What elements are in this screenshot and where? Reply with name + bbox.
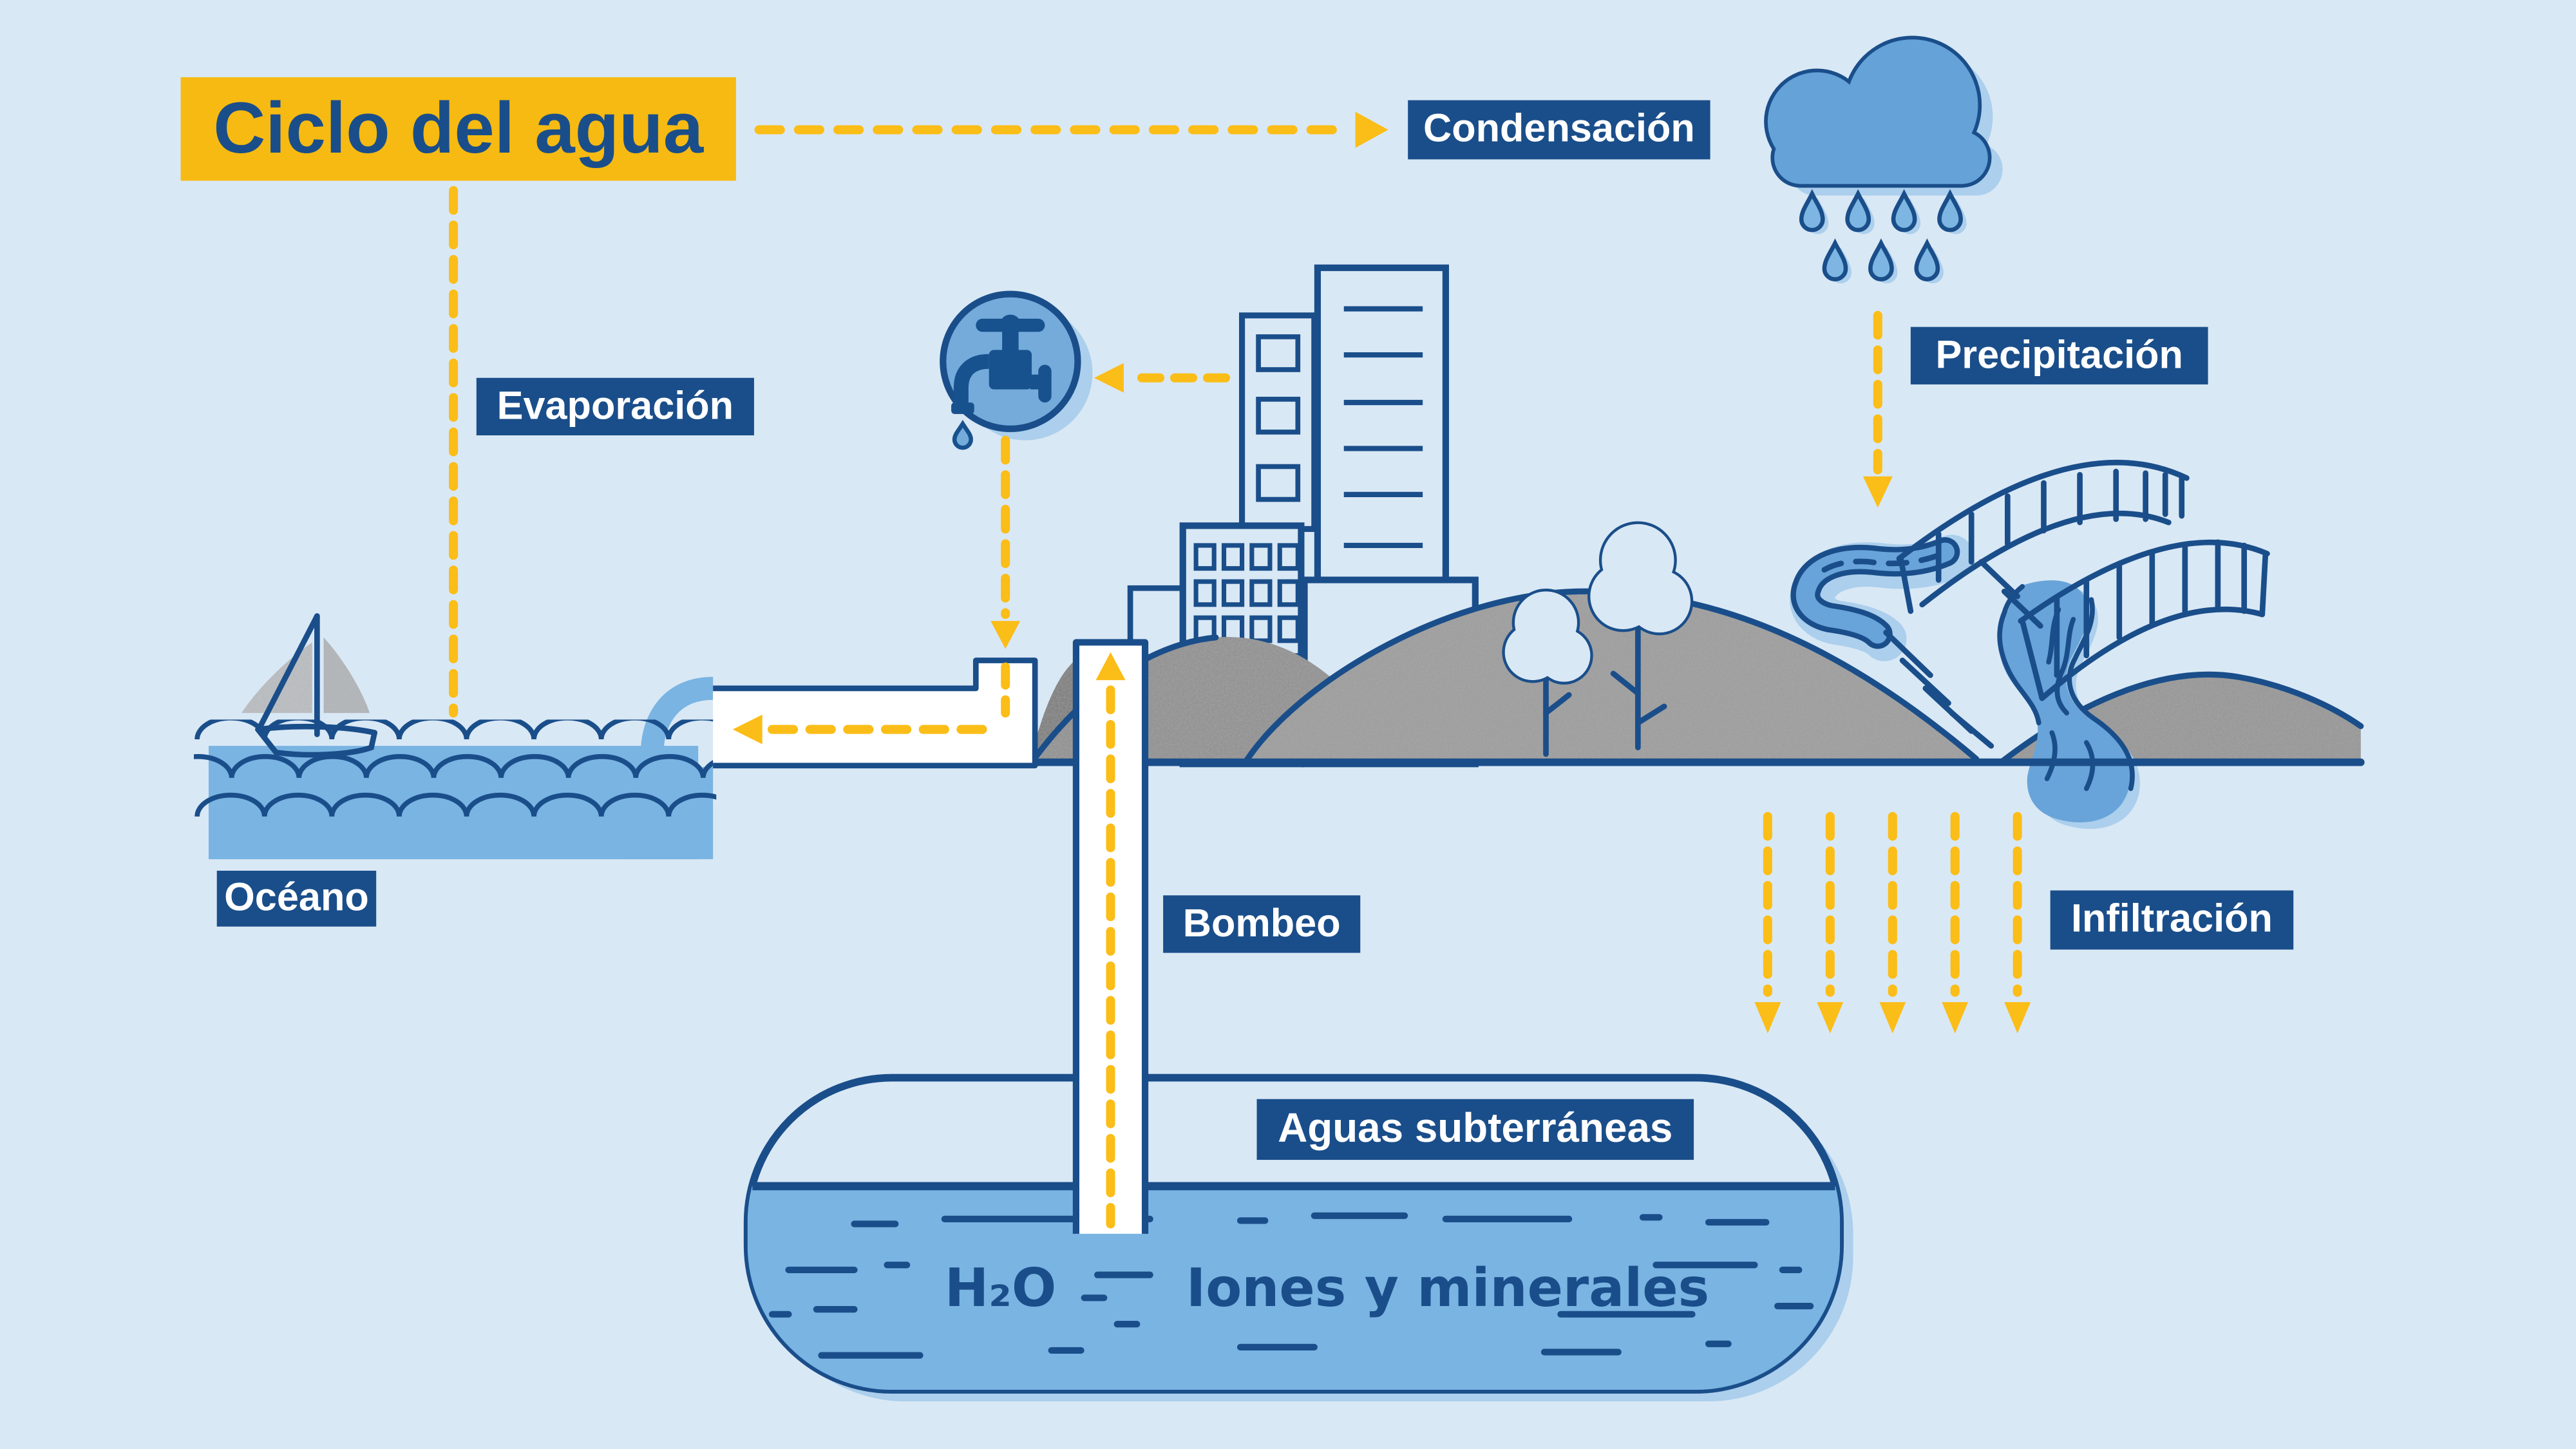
yellow-dashed-flow-arrows	[449, 111, 2031, 1229]
ocean	[194, 613, 717, 860]
label-infiltracion: Infiltración	[2050, 890, 2294, 950]
water-channel-pipe	[713, 658, 1038, 769]
water-tap-icon	[940, 290, 1093, 450]
tank-text-iones: Iones y minerales	[1186, 1256, 1710, 1320]
label-condensacion: Condensación	[1408, 100, 1710, 160]
label-oceano: Océano	[216, 871, 377, 927]
label-evaporacion: Evaporación	[476, 377, 754, 436]
rain-drops-icon	[1799, 189, 1967, 284]
bridges	[1883, 459, 2270, 749]
tank-text-h2o: H₂O	[944, 1256, 1057, 1320]
label-bombeo: Bombeo	[1163, 895, 1361, 953]
label-precipitacion: Precipitación	[1910, 327, 2208, 384]
rain-cloud-icon	[1764, 35, 2003, 196]
mineral-dashes	[768, 1212, 1814, 1359]
trees	[1502, 521, 1694, 757]
page-title: Ciclo del agua	[180, 77, 736, 181]
label-aguas-subterraneas: Aguas subterráneas	[1256, 1099, 1694, 1160]
